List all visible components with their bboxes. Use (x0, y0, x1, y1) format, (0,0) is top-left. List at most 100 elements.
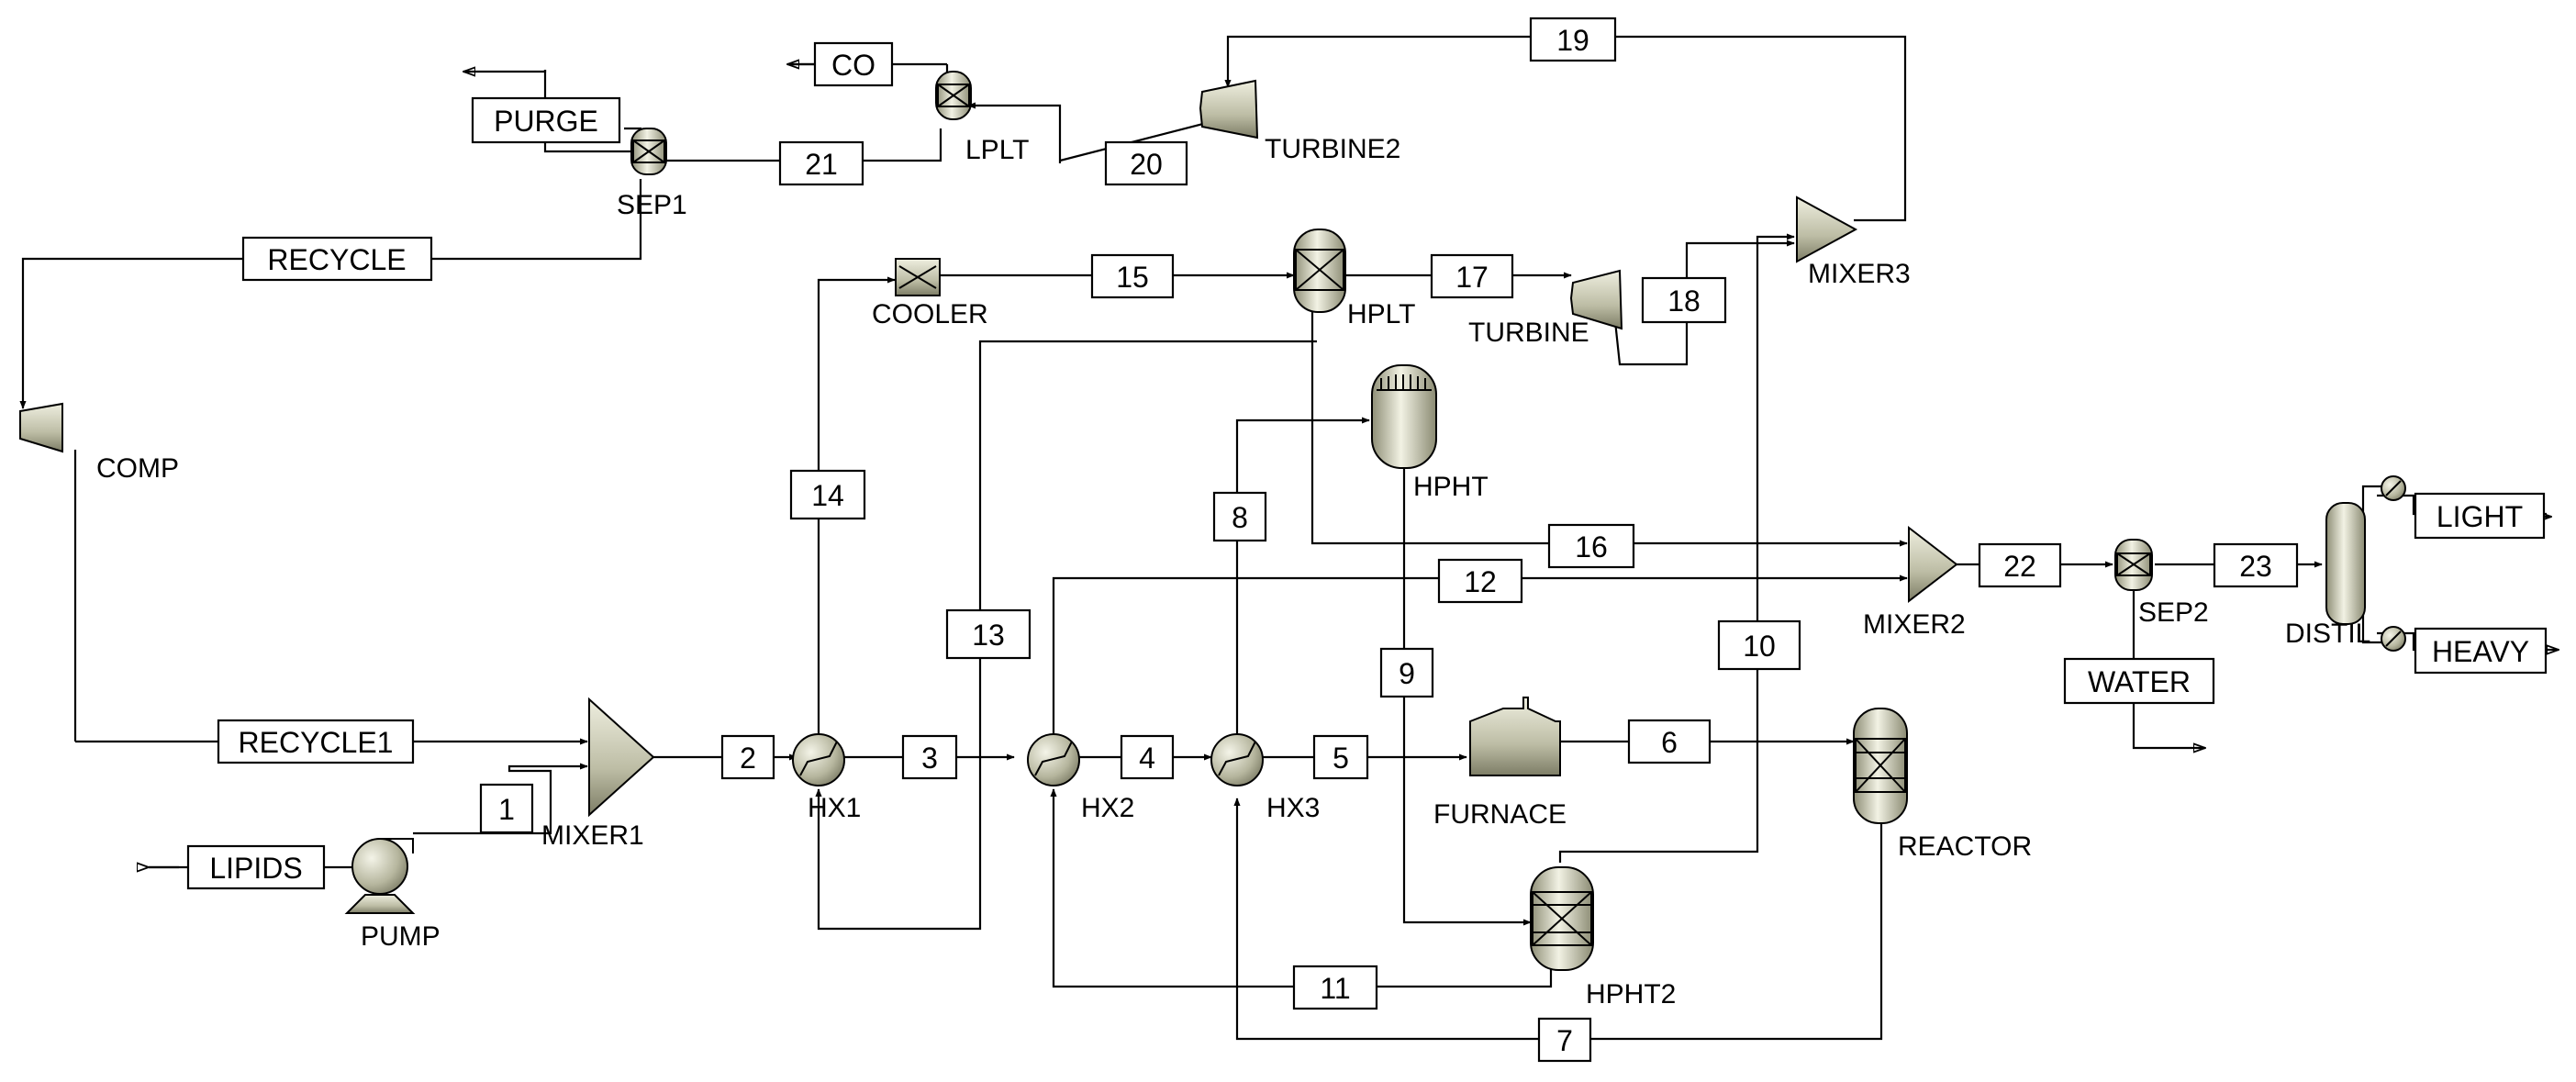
hx1-icon[interactable] (792, 733, 845, 786)
stream-17-box[interactable] (1430, 253, 1514, 299)
stream-recycle-box[interactable] (241, 236, 433, 282)
mixer1-icon[interactable] (588, 697, 655, 818)
stream-23-label: 23 (2239, 550, 2272, 583)
stream-12-label: 12 (1464, 565, 1497, 598)
stream-4-box[interactable] (1120, 734, 1175, 780)
distil-reboiler-link (2361, 615, 2381, 644)
stream-11-label: 11 (1320, 972, 1350, 1005)
stream-22-label: 22 (2003, 550, 2036, 583)
stream-2-label: 2 (740, 742, 756, 775)
stream-21-label: 21 (805, 148, 838, 181)
stream-lipids-label: LIPIDS (209, 852, 302, 885)
stream-recycle1-box[interactable] (217, 719, 415, 764)
stream-20-label: 20 (1130, 148, 1163, 181)
stream-6-box[interactable] (1627, 719, 1712, 764)
stream-22-box[interactable] (1978, 542, 2062, 588)
unit-labels: LPLT TURBINE2 SEP1 COOLER HPLT TURBINE M… (96, 134, 2370, 1009)
hpht-icon[interactable] (1371, 364, 1437, 469)
stream-19-box[interactable] (1529, 17, 1617, 62)
equipment (19, 71, 2406, 971)
sep1-icon[interactable] (630, 128, 667, 175)
unit-lplt-label: LPLT (965, 135, 1029, 165)
mixer3-icon[interactable] (1796, 195, 1858, 263)
stream-7-label: 7 (1556, 1024, 1573, 1057)
unit-hplt-label: HPLT (1347, 299, 1415, 329)
stream-recycle1-label: RECYCLE1 (239, 726, 394, 759)
stream-16-box[interactable] (1547, 523, 1635, 569)
unit-turbine-label: TURBINE (1468, 318, 1589, 348)
stream-23-box[interactable] (2213, 542, 2299, 588)
stream-12-box[interactable] (1437, 558, 1523, 604)
hplt-icon[interactable] (1293, 229, 1346, 313)
pump-icon[interactable] (344, 838, 416, 914)
stream-3-box[interactable] (901, 734, 958, 780)
stream-16-line (1310, 294, 1908, 547)
stream-13-label: 13 (972, 619, 1005, 652)
turbine-icon[interactable] (1569, 269, 1623, 330)
stream-recycle-label: RECYCLE (267, 243, 406, 276)
unit-hx3-label: HX3 (1266, 793, 1320, 823)
stream-light-box[interactable] (2414, 492, 2546, 540)
stream-14-box[interactable] (789, 469, 866, 520)
unit-hx2-label: HX2 (1081, 793, 1134, 823)
stream-14-line (817, 276, 896, 734)
stream-11-box[interactable] (1292, 965, 1378, 1010)
cooler-icon[interactable] (895, 258, 941, 296)
stream-heavy-box[interactable] (2414, 627, 2548, 675)
stream-water-box[interactable] (2063, 657, 2215, 705)
stream-21-line (658, 128, 942, 164)
stream-purge-box[interactable] (471, 96, 621, 144)
unit-mixer3-label: MIXER3 (1808, 259, 1911, 289)
unit-mixer1-label: MIXER1 (541, 820, 644, 851)
stream-19-label: 19 (1556, 24, 1589, 57)
stream-12-line (1052, 574, 1908, 734)
stream-18-line (1613, 240, 1795, 366)
hpht2-icon[interactable] (1530, 866, 1594, 971)
stream-18-box[interactable] (1641, 276, 1727, 324)
stream-10-label: 10 (1743, 630, 1776, 663)
stream-9-label: 9 (1399, 657, 1415, 690)
mixer2-icon[interactable] (1908, 525, 1958, 604)
stream-3-label: 3 (921, 742, 938, 775)
hx2-icon[interactable] (1027, 733, 1080, 786)
stream-15-box[interactable] (1090, 253, 1175, 299)
stream-1-label: 1 (498, 793, 515, 826)
stream-21-box[interactable] (778, 140, 864, 186)
stream-20-box[interactable] (1104, 140, 1188, 186)
hx3-icon[interactable] (1210, 733, 1264, 786)
lplt-icon[interactable] (935, 71, 972, 120)
stream-9-line (1402, 468, 1532, 926)
stream-labels: CO 19 PURGE 21 20 RECYCLE 15 17 18 14 8 … (186, 17, 2548, 1063)
stream-purge-outlet (463, 70, 547, 72)
stream-8-box[interactable] (1212, 491, 1267, 542)
furnace-icon[interactable] (1469, 697, 1561, 776)
unit-reactor-label: REACTOR (1898, 831, 2032, 862)
stream-heavy-label: HEAVY (2432, 635, 2529, 668)
sep2-icon[interactable] (2114, 539, 2153, 591)
unit-mixer2-label: MIXER2 (1863, 609, 1966, 640)
stream-2-box[interactable] (720, 734, 775, 780)
stream-13-box[interactable] (945, 608, 1032, 660)
stream-10-box[interactable] (1717, 619, 1801, 671)
distil-icon[interactable] (2325, 475, 2406, 652)
stream-purge-label: PURGE (494, 105, 598, 138)
turbine2-icon[interactable] (1199, 79, 1259, 139)
stream-lipids-box[interactable] (186, 844, 326, 890)
stream-1-box[interactable] (479, 783, 534, 834)
unit-distil-label: DISTIL (2285, 619, 2370, 649)
stream-9-box[interactable] (1379, 647, 1434, 698)
stream-water-label: WATER (2088, 665, 2191, 698)
unit-hpht-label: HPHT (1413, 472, 1489, 502)
stream-5-box[interactable] (1312, 734, 1369, 780)
comp-icon[interactable] (19, 402, 63, 453)
unit-sep1-label: SEP1 (617, 190, 687, 220)
unit-hx1-label: HX1 (808, 793, 861, 823)
stream-10-line (1558, 233, 1795, 863)
stream-18-label: 18 (1667, 284, 1701, 318)
stream-co-label: CO (831, 49, 875, 82)
reactor-icon[interactable] (1853, 708, 1908, 824)
stream-co-box[interactable] (813, 41, 894, 87)
unit-pump-label: PUMP (361, 921, 440, 952)
stream-7-box[interactable] (1537, 1017, 1592, 1063)
